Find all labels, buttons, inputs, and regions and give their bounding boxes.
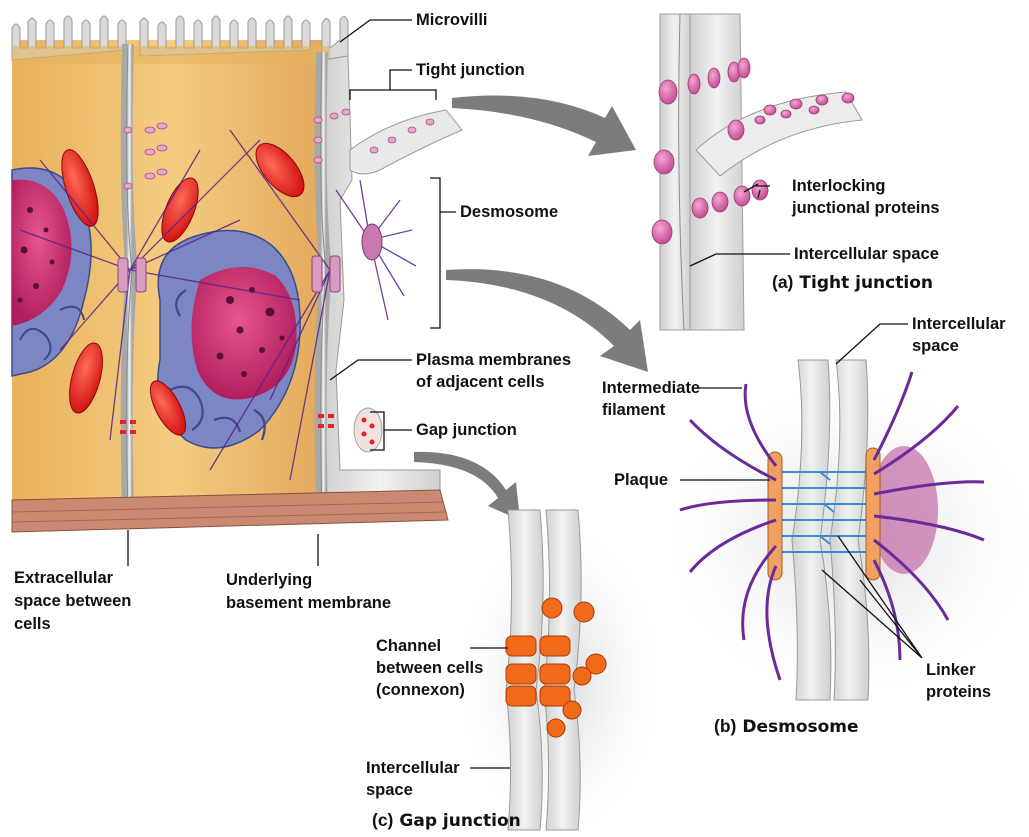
caption-c: (c) Gap junction xyxy=(372,810,521,832)
label-plaque: Plaque xyxy=(614,470,668,490)
label-intercellular-space-a: Intercellular space xyxy=(794,244,939,264)
label-interlocking-2: junctional proteins xyxy=(792,198,940,218)
label-intercellular-space-b-1: Intercellular xyxy=(912,314,1006,334)
label-basement-2: basement membrane xyxy=(226,593,391,613)
label-interlocking-1: Interlocking xyxy=(792,176,886,196)
label-extracellular-2: space between xyxy=(14,591,131,611)
caption-b: (b) Desmosome xyxy=(714,716,859,738)
plaque-left xyxy=(768,452,782,580)
label-linker-1: Linker xyxy=(926,660,976,680)
connector-arrows xyxy=(414,96,648,521)
caption-a-title: Tight junction xyxy=(799,273,933,293)
caption-c-title: Gap junction xyxy=(399,811,520,831)
label-linker-2: proteins xyxy=(926,682,991,702)
label-desmosome: Desmosome xyxy=(460,202,558,222)
plaque-right xyxy=(866,448,880,580)
panel-desmosome xyxy=(650,360,1029,710)
label-intercellular-space-c-2: space xyxy=(366,780,413,800)
caption-b-letter: (b) xyxy=(714,716,736,736)
label-gap-junction: Gap junction xyxy=(416,420,517,440)
caption-a: (a) Tight junction xyxy=(772,272,933,294)
label-microvilli: Microvilli xyxy=(416,10,488,30)
label-basement-1: Underlying xyxy=(226,570,312,590)
label-channel-2: between cells xyxy=(376,658,483,678)
label-intermediate-1: Intermediate xyxy=(602,378,700,398)
folded-membrane xyxy=(350,110,462,174)
label-channel-1: Channel xyxy=(376,636,441,656)
label-plasma-membranes-1: Plasma membranes xyxy=(416,350,571,370)
label-extracellular-3: cells xyxy=(14,614,51,634)
label-tight-junction: Tight junction xyxy=(416,60,525,80)
epithelium-panel xyxy=(12,16,462,532)
caption-b-title: Desmosome xyxy=(742,717,858,737)
label-intercellular-space-b-2: space xyxy=(912,336,959,356)
label-intercellular-space-c-1: Intercellular xyxy=(366,758,460,778)
caption-c-letter: (c) xyxy=(372,810,393,830)
label-intermediate-2: filament xyxy=(602,400,665,420)
label-plasma-membranes-2: of adjacent cells xyxy=(416,372,544,392)
caption-a-letter: (a) xyxy=(772,272,793,292)
label-extracellular-1: Extracellular xyxy=(14,568,113,588)
label-channel-3: (connexon) xyxy=(376,680,465,700)
